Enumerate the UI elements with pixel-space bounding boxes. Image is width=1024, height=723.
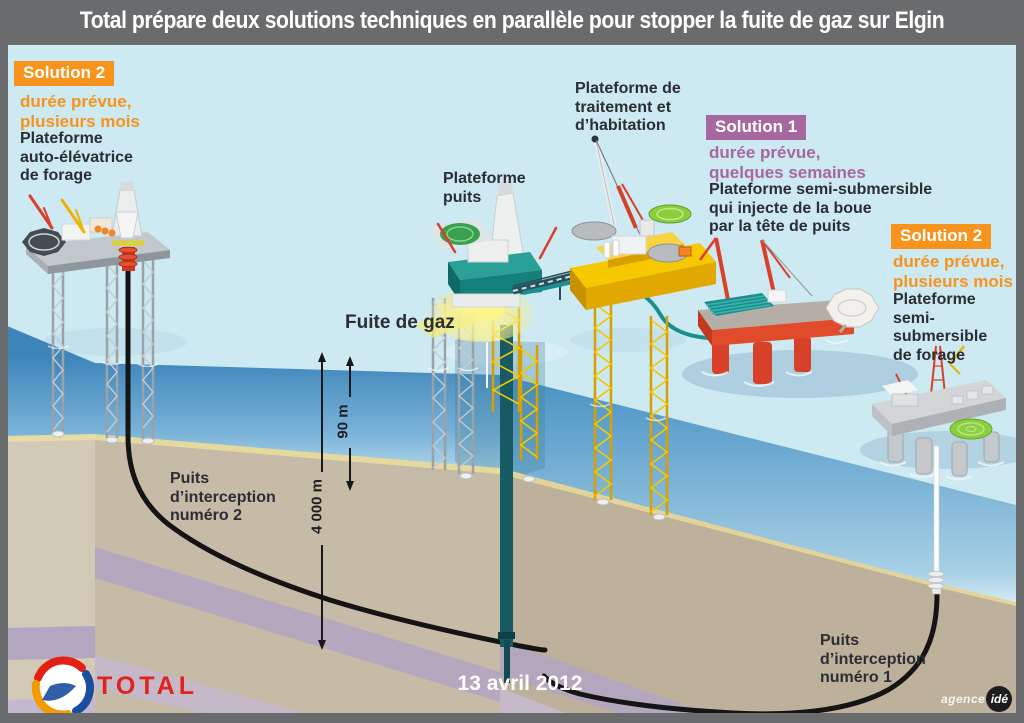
- total-logo-globe: [31, 656, 95, 713]
- interception-well-2-label: Puits d’interception numéro 2: [170, 470, 276, 525]
- seabed-wellhead-icon: [927, 571, 945, 595]
- well-depth-label: 4 000 m: [308, 478, 326, 535]
- depth-arrow-4000m: [318, 352, 326, 650]
- jackup-crane-icon: [28, 194, 86, 234]
- pipe-coil-icon: [704, 293, 774, 316]
- treatment-helipad-icon: [648, 204, 692, 224]
- treatment-platform-label: Plateforme de traitement et d’habitation: [575, 80, 681, 135]
- solution2-left-duration: durée prévue, plusieurs mois: [20, 92, 140, 131]
- solution2-right-duration: durée prévue, plusieurs mois: [893, 252, 1013, 291]
- jackup-rig-illustration: [22, 181, 170, 445]
- wellhead-helipad-icon: [428, 218, 492, 250]
- well-path-2: [125, 267, 548, 653]
- drill-string: [933, 445, 940, 579]
- solution2-right-description: Plateforme semi-submersible de forage: [893, 291, 988, 364]
- solution1-badge: Solution 1: [706, 115, 807, 140]
- wellhead-platform-illustration: [415, 180, 558, 483]
- drilling-semisub-illustration: [872, 345, 1006, 595]
- well-path-1: [541, 591, 940, 713]
- mud-semisub-illustration: [698, 237, 880, 387]
- semisub-helipad-icon: [825, 288, 880, 333]
- jackup-helipad-icon: [22, 228, 66, 256]
- water-depth-label: 90 m: [334, 404, 352, 439]
- gas-leak-label: Fuite de gaz: [345, 312, 455, 333]
- page-title: Total prépare deux solutions techniques …: [79, 7, 945, 34]
- date-label: 13 avril 2012: [457, 672, 583, 695]
- strata-band: [8, 626, 95, 660]
- solution2-right-badge: Solution 2: [891, 224, 992, 249]
- interception-well-1-label: Puits d’interception numéro 1: [820, 632, 926, 687]
- total-wordmark: TOTAL: [97, 672, 199, 700]
- solution1-description: Plateforme semi-submersible qui injecte …: [709, 181, 933, 236]
- credit-agency-mark: idé: [986, 686, 1013, 712]
- wellhead-platform-label: Plateforme puits: [443, 170, 526, 206]
- seabed-cross-section: [8, 440, 1016, 713]
- semisub-shadow: [682, 350, 918, 398]
- waterline-ripples: [47, 345, 667, 422]
- scene-art: [8, 45, 1016, 713]
- solution1-duration: durée prévue, quelques semaines: [709, 143, 866, 182]
- treatment-platform-illustration: [570, 135, 716, 521]
- depth-arrow-90m: [346, 356, 354, 491]
- illustration-scene: [8, 45, 1016, 713]
- credit-agency-text: agence: [941, 692, 986, 706]
- solution2-left-badge: Solution 2: [14, 61, 115, 86]
- solution2-left-description: Plateforme auto-élévatrice de forage: [20, 130, 133, 185]
- wellhead-bop-icon: [118, 246, 138, 271]
- drill-semisub-helipad-icon: [949, 418, 993, 440]
- well-pipe-main: [498, 325, 515, 683]
